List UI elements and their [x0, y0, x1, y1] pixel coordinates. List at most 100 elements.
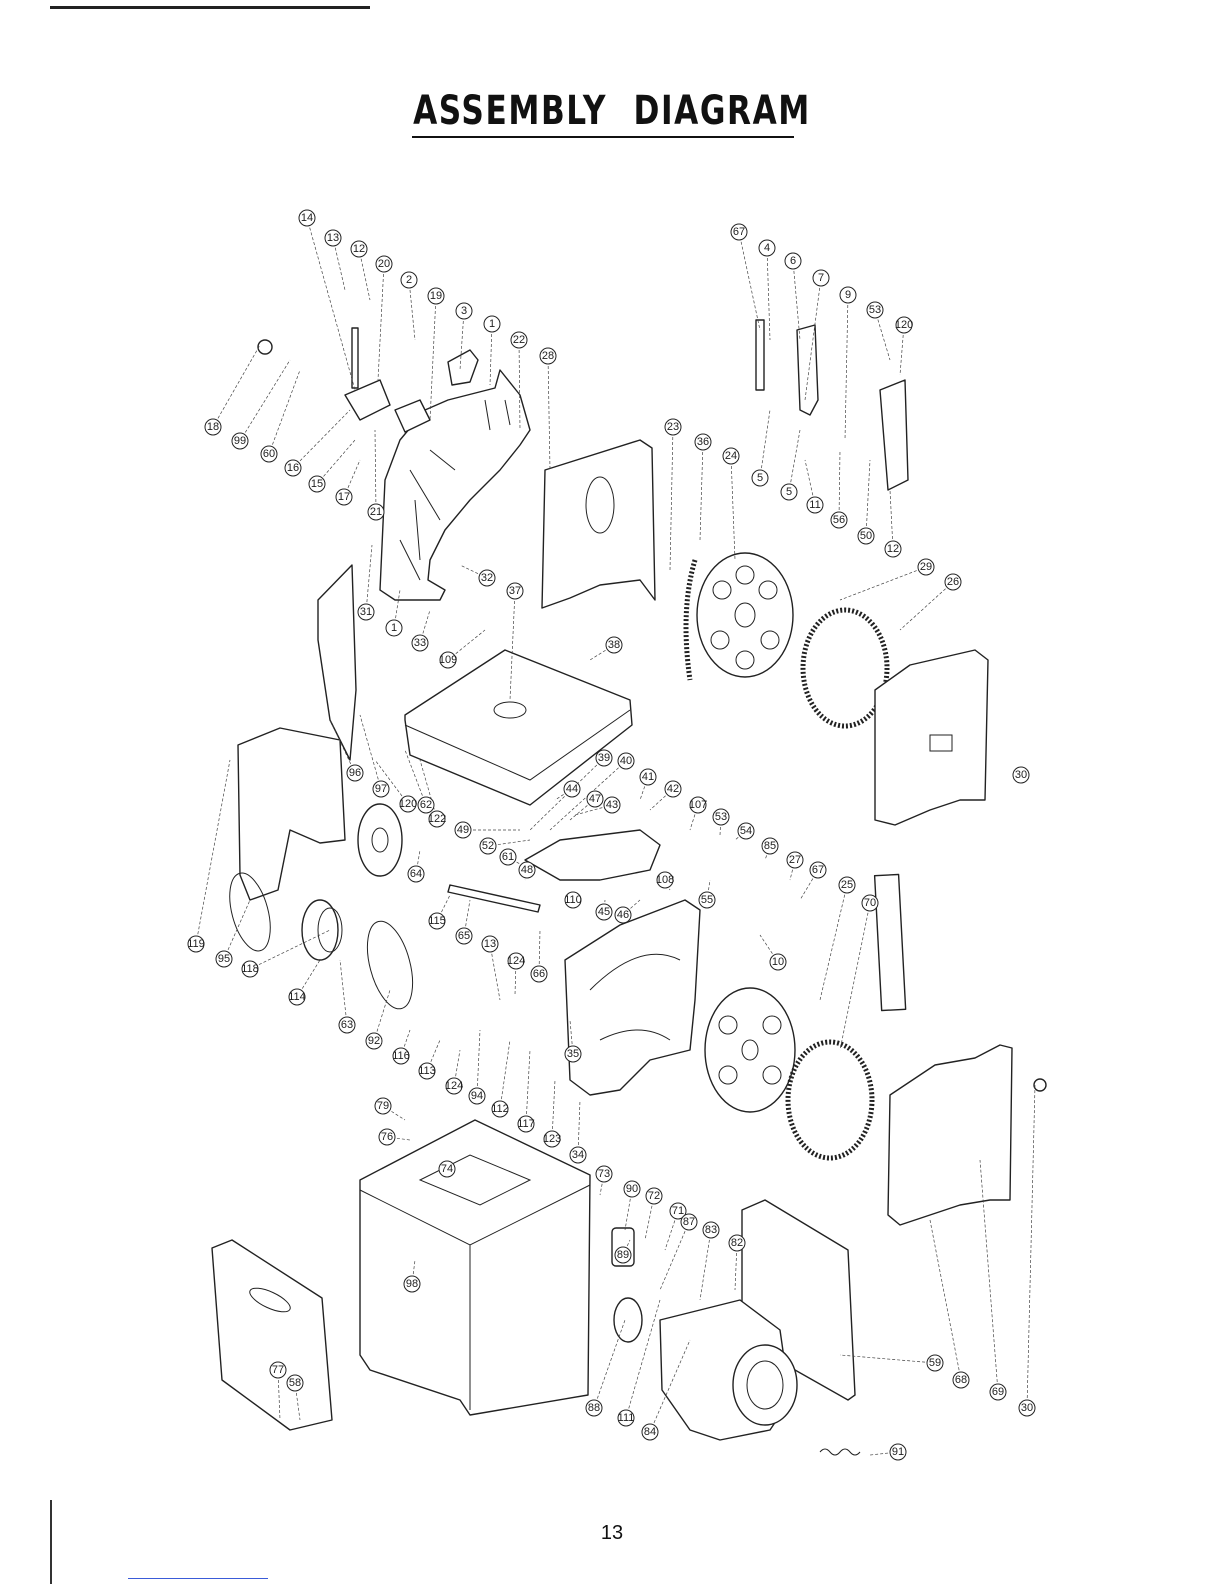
leader-line	[554, 788, 573, 801]
callout: 48	[518, 861, 536, 879]
callout: 43	[603, 796, 621, 814]
leader-line	[374, 759, 409, 805]
callout: 108	[656, 871, 674, 889]
table-insert-hole	[493, 701, 527, 719]
svg-text:115: 115	[428, 915, 446, 927]
leader-line	[411, 1259, 416, 1285]
callout: 36	[694, 433, 712, 451]
leader-line	[382, 1105, 406, 1121]
svg-text:45: 45	[598, 906, 610, 918]
svg-text:82: 82	[731, 1237, 743, 1249]
svg-text:10: 10	[772, 956, 784, 968]
leader-line	[792, 260, 801, 341]
svg-text:3: 3	[461, 305, 467, 317]
svg-text:47: 47	[589, 793, 601, 805]
tension-spring	[819, 1448, 861, 1456]
svg-text:124: 124	[507, 955, 525, 967]
leader-line	[365, 544, 373, 613]
callout: 120	[399, 795, 417, 813]
callout: 77	[269, 1361, 287, 1379]
callout: 110	[564, 891, 582, 909]
svg-text:1: 1	[391, 622, 397, 634]
callout: 95	[215, 950, 233, 968]
leader-line	[706, 879, 711, 901]
svg-text:54: 54	[740, 825, 752, 837]
callout: 23	[664, 418, 682, 436]
leader-line	[839, 1354, 936, 1364]
callout: 40	[617, 752, 635, 770]
leader-line	[292, 409, 351, 469]
leader-line	[689, 804, 699, 831]
callout: 96	[346, 764, 364, 782]
leader-line	[509, 590, 516, 701]
callout: 30	[1012, 766, 1030, 784]
frame-ribs	[399, 399, 511, 581]
svg-text:6: 6	[790, 255, 796, 267]
blade-guide-bar	[873, 873, 907, 1012]
callout: 66	[530, 965, 548, 983]
leader-line	[649, 1339, 691, 1433]
callout: 14	[298, 209, 316, 227]
callout: 87	[680, 1213, 698, 1231]
callout: 74	[438, 1160, 456, 1178]
callout: 92	[365, 1032, 383, 1050]
callout: 112	[491, 1100, 509, 1118]
leader-line	[359, 714, 382, 790]
upper-left-wheel-cover	[541, 439, 656, 609]
callout: 5	[780, 483, 798, 501]
leader-line	[839, 566, 927, 601]
svg-text:92: 92	[368, 1035, 380, 1047]
callout: 88	[585, 1399, 603, 1417]
leader-line	[730, 455, 736, 561]
svg-text:89: 89	[617, 1249, 629, 1261]
svg-text:55: 55	[701, 894, 713, 906]
svg-text:12: 12	[353, 243, 365, 255]
svg-text:60: 60	[263, 448, 275, 460]
svg-text:33: 33	[414, 637, 426, 649]
callout: 61	[499, 848, 517, 866]
svg-text:38: 38	[608, 639, 620, 651]
callout: 10	[769, 953, 787, 971]
leader-line	[339, 959, 348, 1026]
svg-text:7: 7	[818, 272, 824, 284]
svg-text:69: 69	[992, 1386, 1004, 1398]
svg-text:68: 68	[955, 1374, 967, 1386]
callout: 83	[702, 1221, 720, 1239]
callout: 67	[809, 861, 827, 879]
leader-line	[766, 247, 771, 341]
svg-text:14: 14	[301, 212, 313, 224]
callout: 60	[260, 445, 278, 463]
leader-line	[844, 294, 849, 441]
callout: 38	[605, 636, 623, 654]
page-title: ASSEMBLY DIAGRAM	[413, 88, 811, 134]
callout: 21	[367, 503, 385, 521]
blade-guard-tube	[879, 379, 909, 491]
leader-line	[518, 339, 521, 431]
callout: 53	[866, 301, 884, 319]
svg-text:37: 37	[509, 585, 521, 597]
svg-text:41: 41	[642, 771, 654, 783]
svg-text:83: 83	[705, 1224, 717, 1236]
svg-text:120: 120	[895, 319, 913, 331]
callout: 70	[861, 894, 879, 912]
svg-text:66: 66	[533, 968, 545, 980]
callout: 109	[439, 651, 457, 669]
callout: 17	[335, 488, 353, 506]
svg-text:111: 111	[618, 1412, 635, 1424]
svg-text:94: 94	[471, 1090, 483, 1102]
callout: 34	[569, 1146, 587, 1164]
leader-line	[889, 489, 894, 550]
leader-line	[804, 277, 822, 401]
leader-line	[899, 581, 954, 631]
svg-text:107: 107	[689, 799, 707, 811]
leader-line	[374, 429, 377, 513]
upper-wheel	[696, 552, 794, 678]
svg-text:32: 32	[481, 572, 493, 584]
svg-text:112: 112	[491, 1103, 509, 1115]
callout: 53	[712, 808, 730, 826]
svg-text:5: 5	[786, 486, 792, 498]
callout: 44	[563, 780, 581, 798]
lower-guide-bracket	[524, 829, 661, 881]
svg-text:50: 50	[860, 530, 872, 542]
callout: 107	[689, 796, 707, 814]
